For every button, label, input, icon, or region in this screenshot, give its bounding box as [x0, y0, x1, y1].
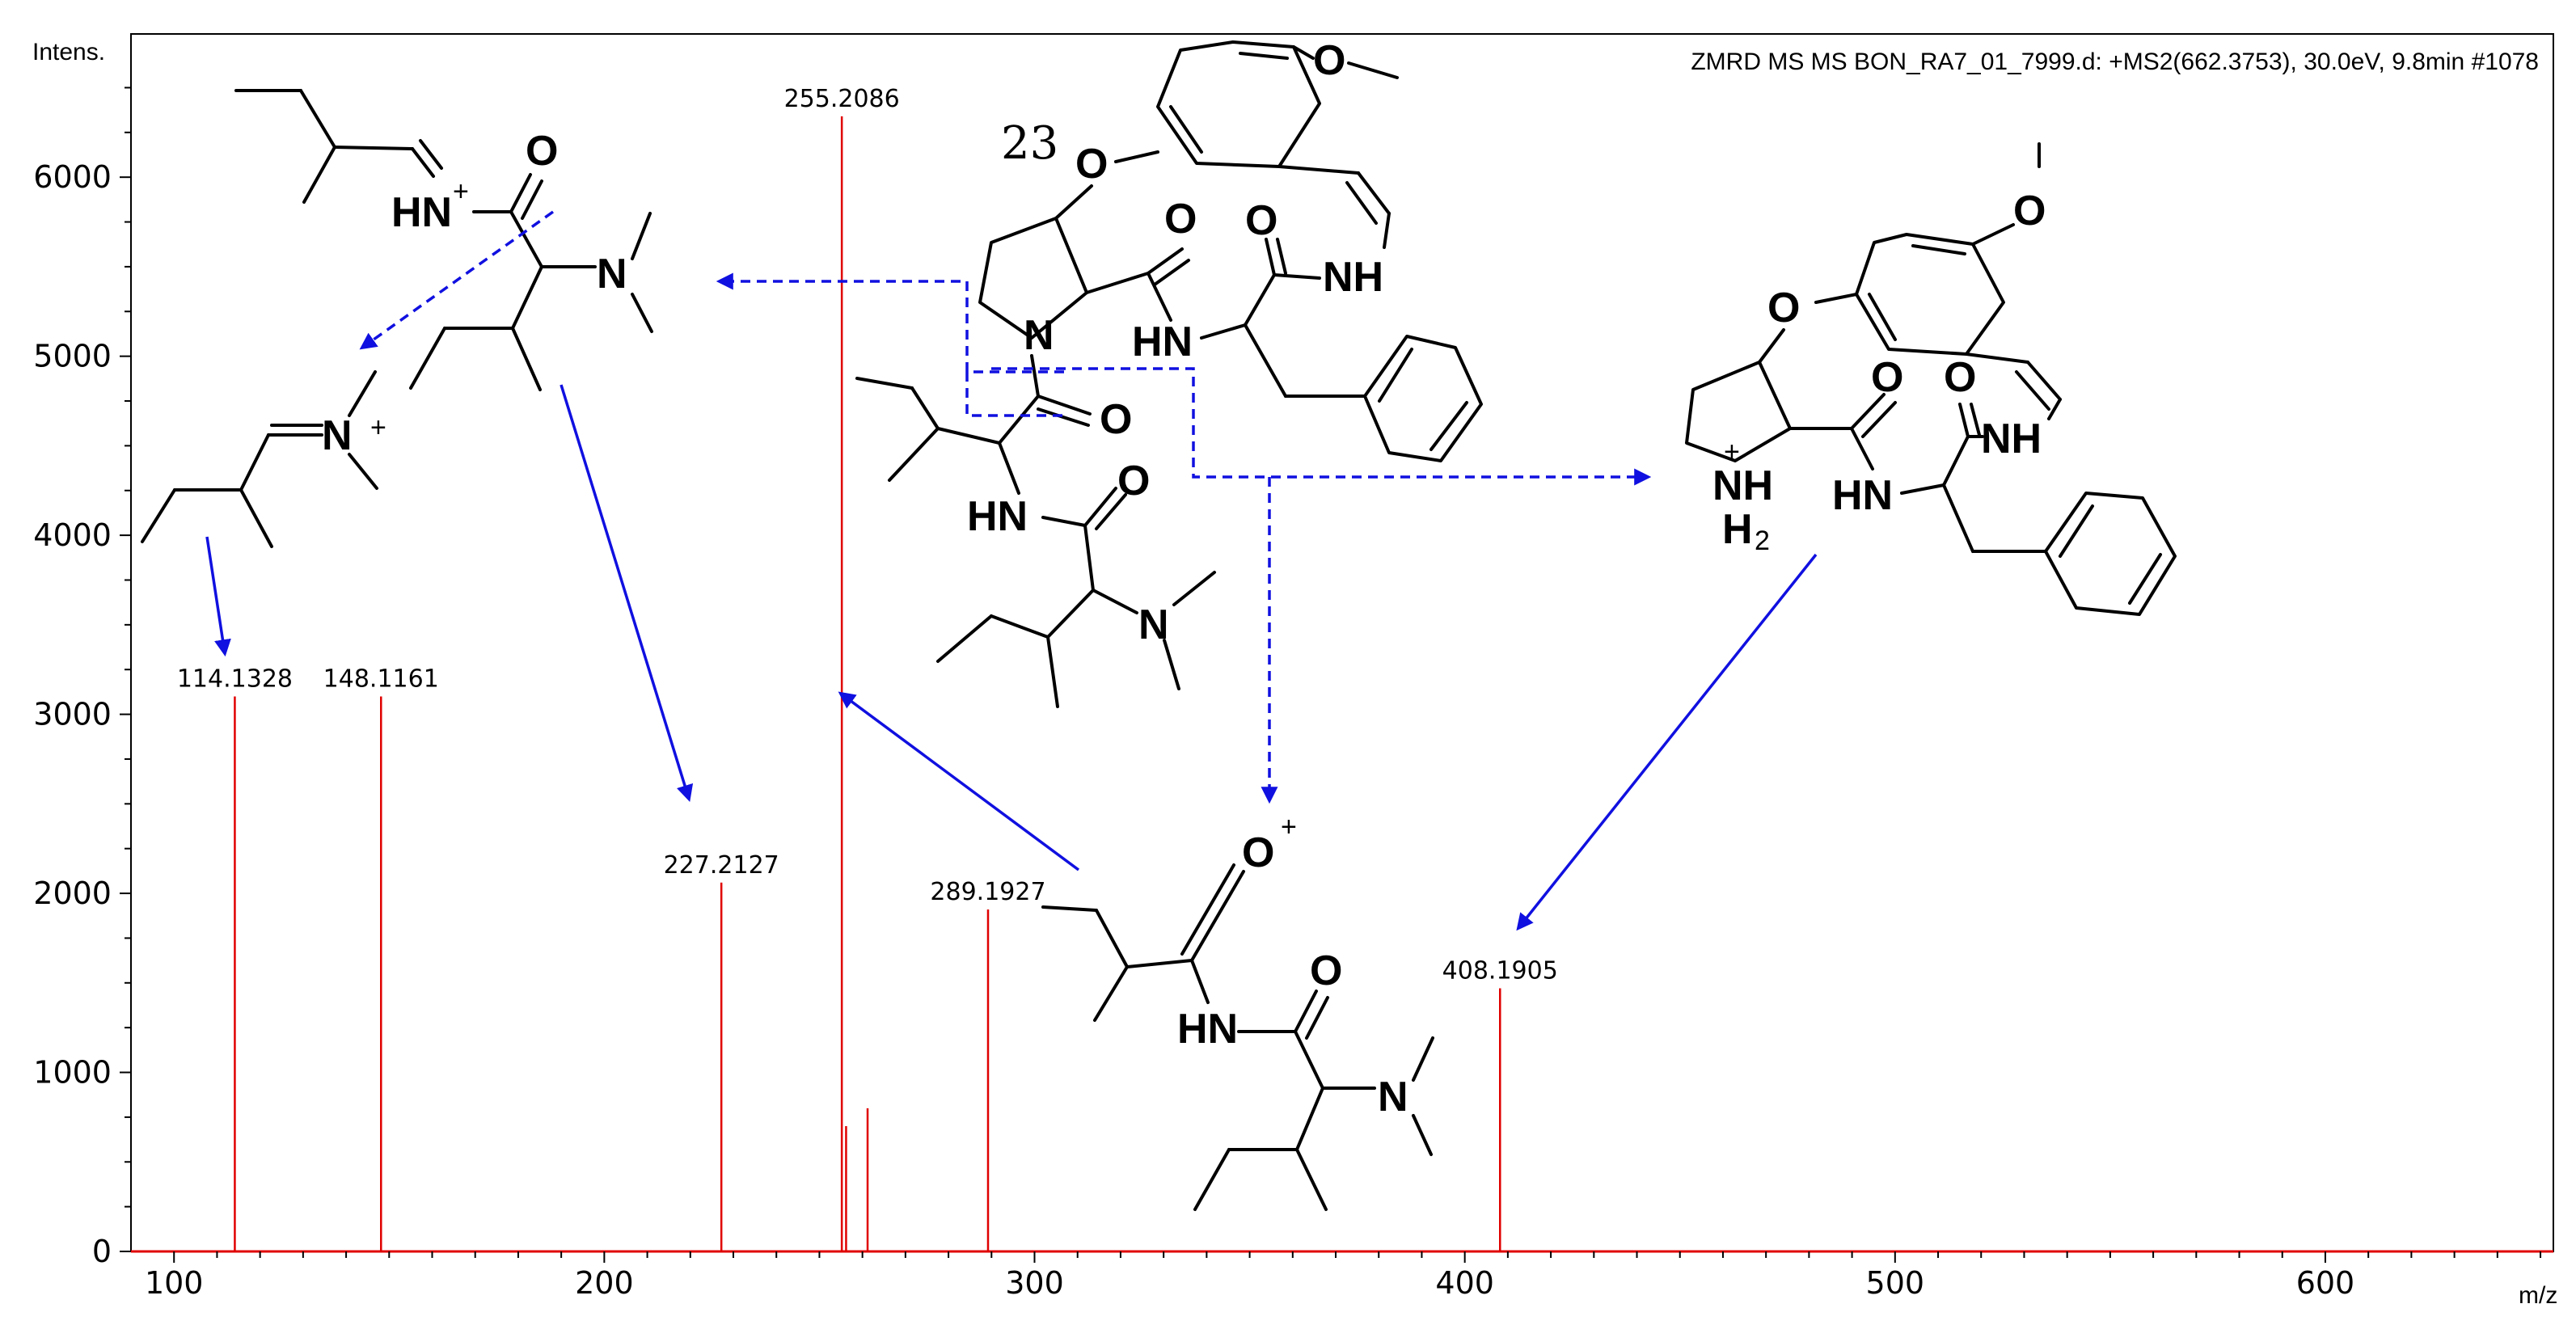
svg-text:O: O	[1944, 354, 1976, 401]
svg-text:N: N	[1378, 1074, 1408, 1120]
parent-compound-structure: 23 O O NH N O HN	[855, 37, 1483, 708]
peak-label: 114.1328	[177, 665, 293, 693]
peak-label: 227.2127	[664, 851, 779, 880]
svg-text:HN: HN	[967, 493, 1028, 540]
svg-text:O: O	[1310, 947, 1342, 994]
svg-text:O: O	[1100, 396, 1132, 443]
y-tick-label: 6000	[33, 159, 112, 195]
svg-text:O: O	[1242, 829, 1274, 876]
svg-text:O: O	[1245, 197, 1277, 244]
svg-text:HN: HN	[391, 189, 452, 236]
peaks-layer: 114.1328 148.1161 227.2127 255.2086 289.1927…	[177, 85, 1558, 1251]
peak-label: 148.1161	[323, 665, 439, 693]
x-tick-label: 100	[145, 1265, 204, 1301]
chart-title: ZMRD MS MS BON_RA7_01_7999.d: +MS2(662.3…	[1691, 49, 2539, 75]
peak-label: 255.2086	[784, 85, 900, 113]
svg-text:HN: HN	[1132, 319, 1193, 365]
y-tick-label: 1000	[33, 1055, 112, 1091]
svg-text:O: O	[2013, 188, 2046, 234]
x-tick-label: 600	[2296, 1265, 2355, 1301]
x-tick-label: 300	[1005, 1265, 1064, 1301]
svg-text:NH: NH	[1323, 254, 1383, 301]
y-axis-title: Intens.	[32, 39, 105, 65]
svg-text:HN: HN	[1832, 472, 1893, 519]
peak-label: 408.1905	[1442, 956, 1558, 985]
svg-text:O: O	[1313, 37, 1345, 84]
y-tick-label: 5000	[33, 339, 112, 374]
peak-label: 289.1927	[930, 878, 1045, 906]
svg-text:N: N	[1024, 312, 1054, 359]
fragment-255-structure: HN + O N	[234, 89, 653, 391]
structure-drawings: 23 O O NH N O HN	[141, 37, 2177, 1211]
svg-text:2: 2	[1755, 525, 1770, 556]
plot-frame	[130, 33, 2554, 1252]
svg-text:N: N	[597, 251, 627, 297]
svg-text:O: O	[1871, 354, 1903, 401]
y-tick-label: 3000	[33, 697, 112, 732]
fragmentation-arrows	[205, 210, 1818, 931]
y-tick-label: 2000	[33, 876, 112, 911]
svg-text:O: O	[1767, 285, 1800, 331]
svg-text:O: O	[1075, 141, 1108, 188]
x-axis-title: m/z	[2519, 1282, 2557, 1309]
svg-text:N: N	[322, 412, 353, 459]
x-tick-label: 400	[1435, 1265, 1494, 1301]
svg-text:O: O	[526, 128, 558, 175]
svg-text:H: H	[1722, 506, 1753, 553]
svg-text:O: O	[1117, 458, 1150, 504]
svg-text:HN: HN	[1177, 1006, 1238, 1053]
fragment-289-structure: O + HN O N	[1041, 812, 1434, 1211]
svg-text:+: +	[370, 412, 386, 443]
x-tick-label: 500	[1866, 1265, 1925, 1301]
svg-text:+: +	[453, 176, 469, 207]
fragment-408-structure: O O NH NH + H 2 O HN	[1685, 142, 2177, 616]
svg-text:NH: NH	[1981, 416, 2042, 462]
svg-text:O: O	[1164, 196, 1197, 243]
compound-number: 23	[1001, 117, 1058, 170]
y-tick-label: 0	[92, 1234, 112, 1269]
svg-text:NH: NH	[1712, 462, 1773, 509]
y-tick-label: 4000	[33, 517, 112, 553]
fragment-114-structure: N +	[141, 370, 386, 548]
x-tick-label: 200	[575, 1265, 634, 1301]
svg-text:+: +	[1281, 812, 1297, 842]
svg-text:+: +	[1724, 437, 1740, 467]
